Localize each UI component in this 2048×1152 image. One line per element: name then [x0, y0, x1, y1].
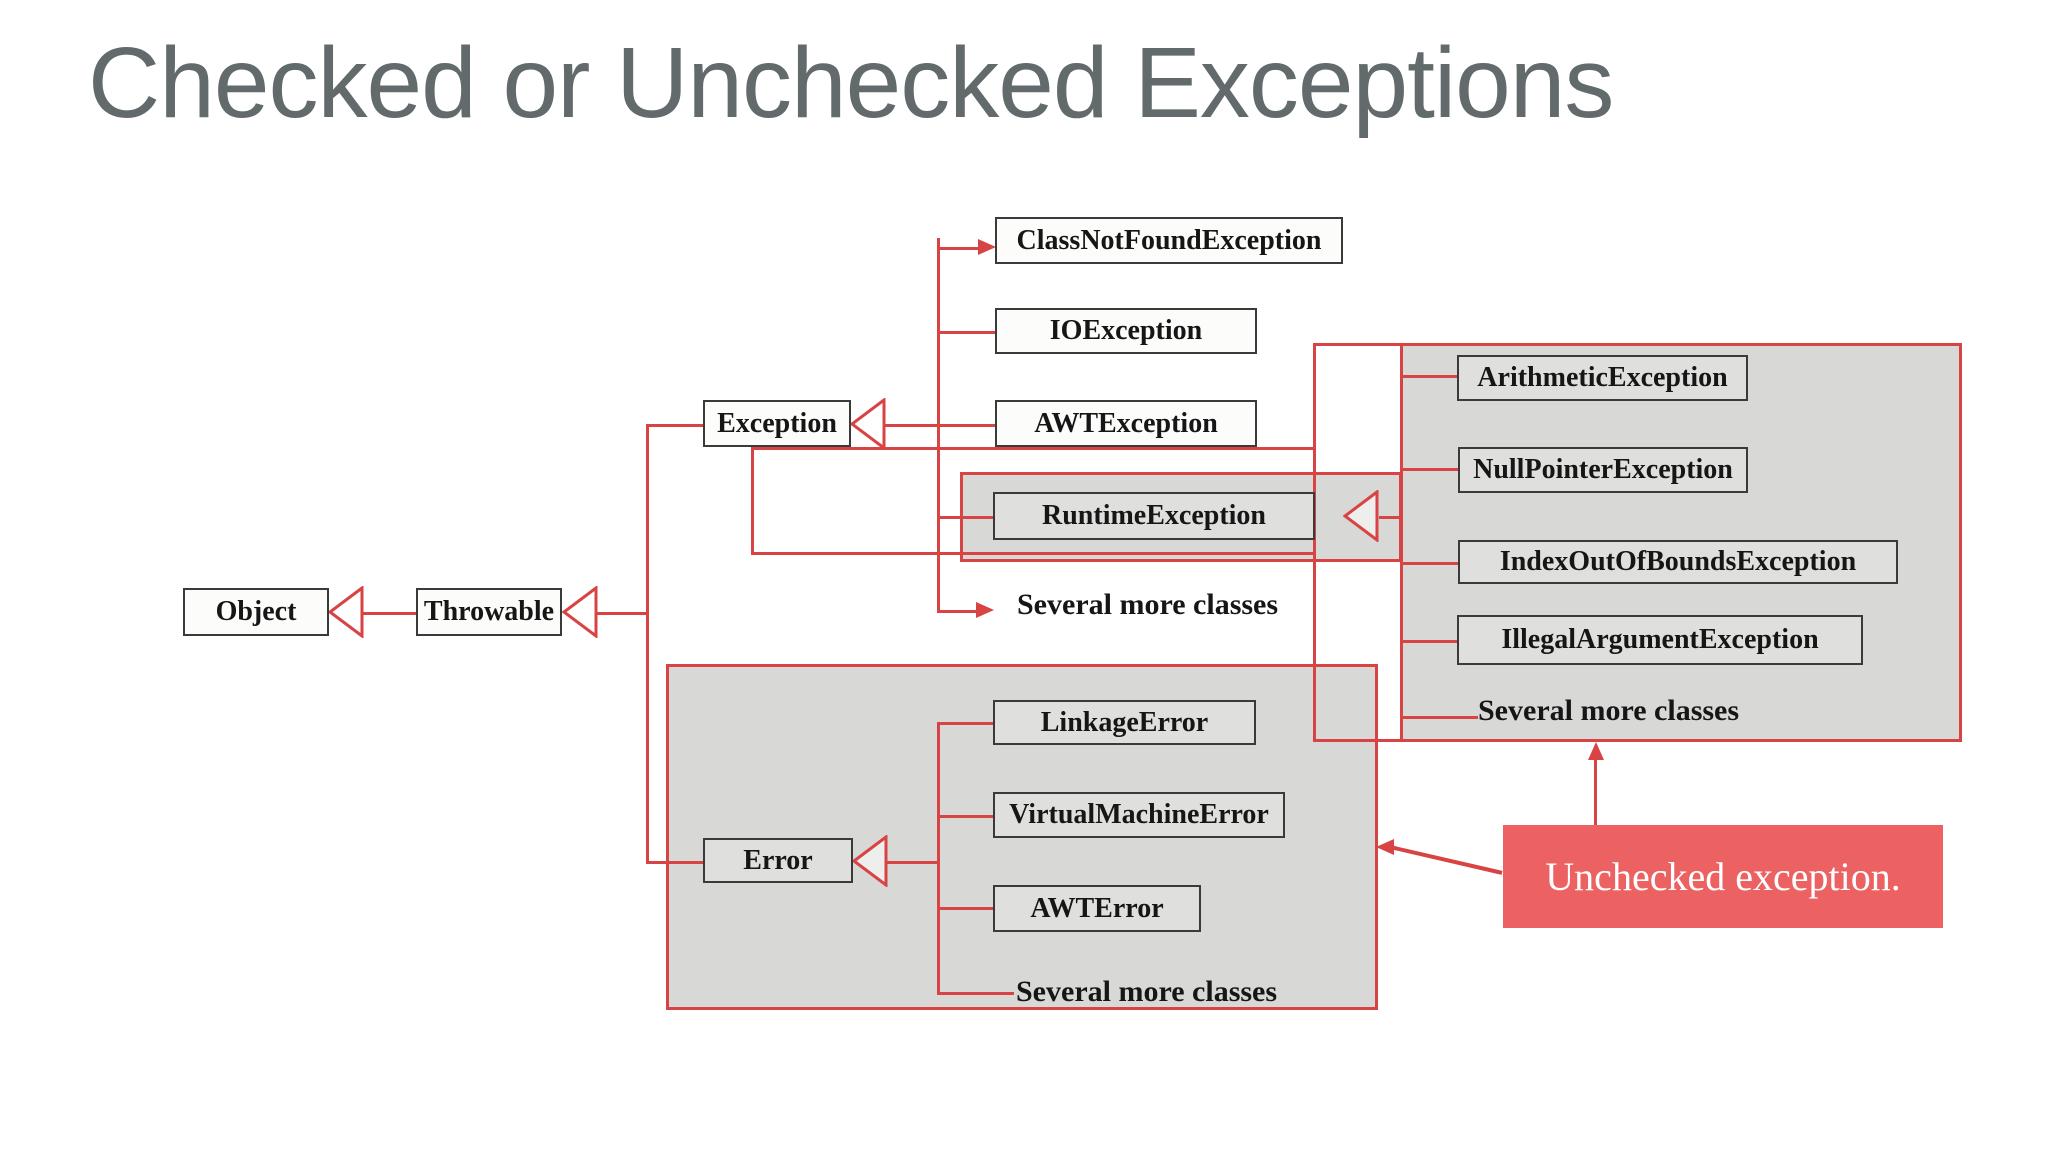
connector-line — [937, 247, 985, 250]
node-ioexception: IOException — [995, 308, 1257, 354]
node-awtexception: AWTException — [995, 400, 1257, 447]
connector-line — [596, 612, 648, 615]
connector-line — [1379, 516, 1403, 519]
connector-line — [937, 907, 993, 910]
node-arithmeticexception: ArithmeticException — [1457, 355, 1748, 401]
node-indexoutofboundsexception: IndexOutOfBoundsException — [1458, 540, 1898, 584]
node-linkageerror: LinkageError — [993, 700, 1256, 745]
connector-line — [646, 424, 703, 427]
inheritance-arrow-icon — [1343, 490, 1379, 542]
node-virtualmachineerror: VirtualMachineError — [993, 792, 1285, 838]
inheritance-arrow-icon — [328, 586, 364, 638]
arrowhead-icon — [976, 602, 994, 618]
connector-line — [751, 447, 754, 555]
node-awterror: AWTError — [993, 885, 1201, 932]
connector-line — [937, 722, 993, 725]
connector-line — [751, 447, 1316, 450]
connector-line — [937, 610, 983, 613]
arrowhead-icon — [1588, 742, 1604, 760]
connector-line — [1389, 845, 1503, 875]
connector-line — [646, 424, 649, 864]
connector-line — [937, 722, 940, 995]
inheritance-arrow-icon — [562, 586, 598, 638]
connector-line — [937, 516, 993, 519]
slide-title: Checked or Unchecked Exceptions — [88, 27, 1614, 139]
connector-line — [937, 815, 993, 818]
several-more-classes-runtime: Several more classes — [1478, 694, 1740, 727]
node-object: Object — [183, 588, 329, 636]
several-more-classes-exception: Several more classes — [1017, 588, 1279, 621]
node-illegalargumentexception: IllegalArgumentException — [1457, 615, 1863, 665]
connector-line — [1594, 752, 1597, 825]
inheritance-arrow-icon — [852, 835, 888, 887]
connector-line — [1400, 640, 1457, 643]
several-more-classes-error: Several more classes — [1016, 975, 1278, 1008]
connector-line — [937, 992, 1014, 995]
connector-line — [751, 552, 1316, 555]
node-runtimeexception: RuntimeException — [993, 492, 1315, 540]
connector-line — [886, 861, 937, 864]
connector-line — [937, 238, 940, 613]
node-classnotfoundexception: ClassNotFoundException — [995, 217, 1343, 264]
connector-line — [1400, 375, 1457, 378]
arrowhead-icon — [978, 239, 996, 255]
connector-line — [1313, 343, 1403, 346]
connector-line — [1400, 716, 1478, 719]
connector-line — [937, 331, 995, 334]
inheritance-arrow-icon — [850, 398, 886, 450]
connector-line — [1400, 468, 1458, 471]
node-throwable: Throwable — [416, 588, 562, 636]
connector-line — [1400, 562, 1458, 565]
node-nullpointerexception: NullPointerException — [1458, 447, 1748, 493]
unchecked-exception-callout: Unchecked exception. — [1503, 825, 1943, 928]
connector-line — [646, 861, 703, 864]
node-error: Error — [703, 838, 853, 883]
connector-line — [362, 612, 416, 615]
arrowhead-icon — [1376, 839, 1394, 855]
connector-line — [1313, 739, 1403, 742]
connector-line — [1313, 343, 1316, 742]
node-exception: Exception — [703, 400, 851, 447]
